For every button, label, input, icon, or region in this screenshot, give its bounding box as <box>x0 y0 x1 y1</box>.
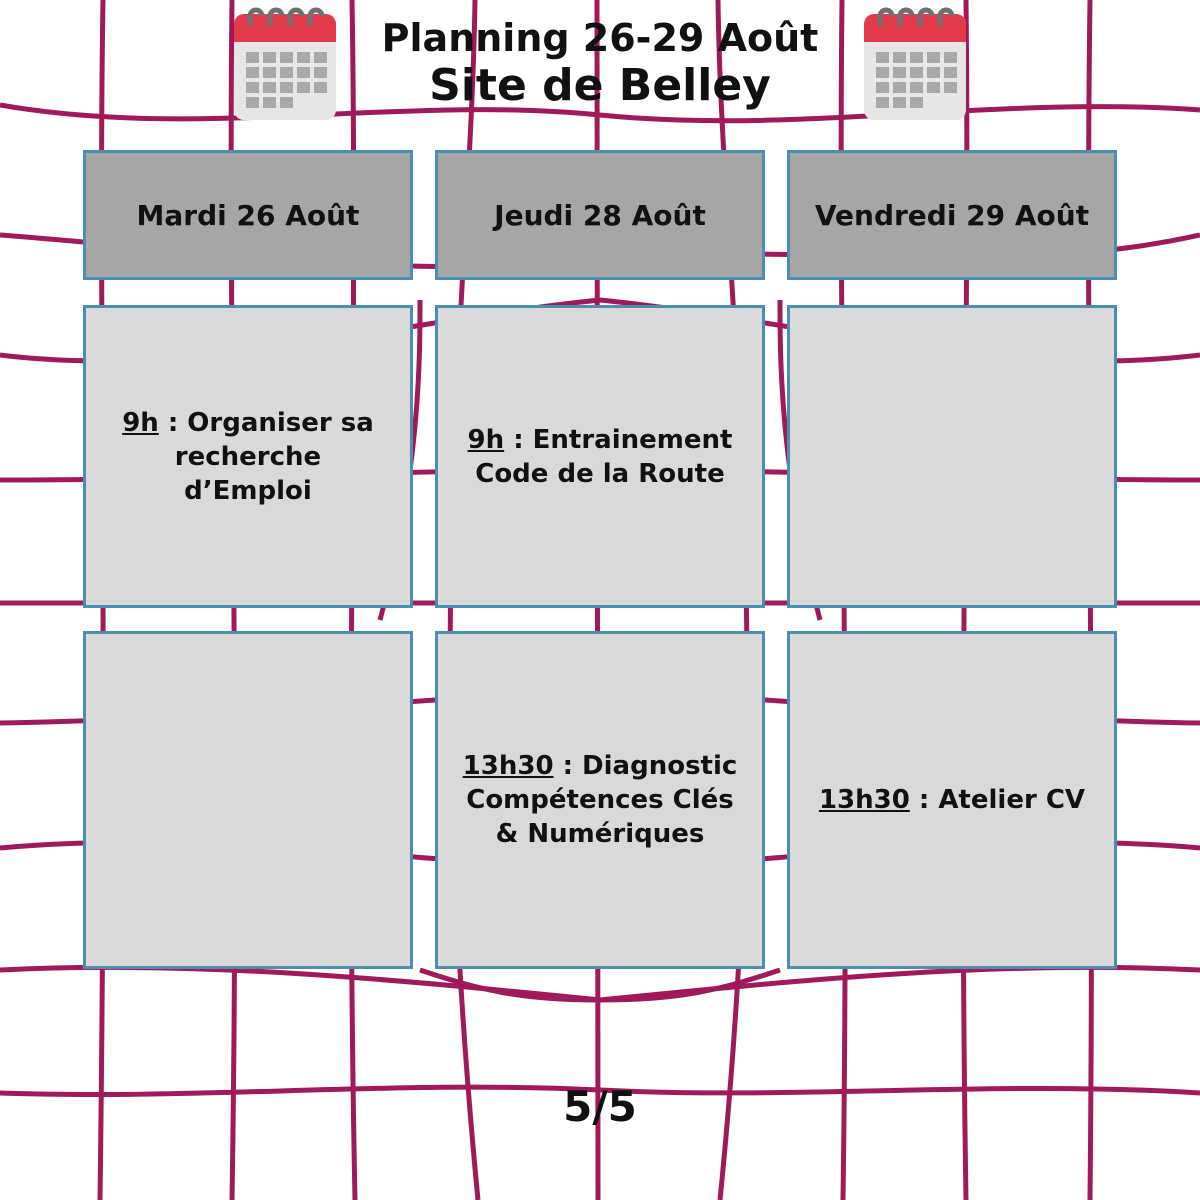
calendar-icon <box>864 7 966 120</box>
event-text: 9h : Entrainement Code de la Route <box>438 423 762 491</box>
event-time: 9h <box>122 407 159 438</box>
event-time: 13h30 <box>818 785 910 815</box>
day-header-label: Mardi 26 Août <box>136 198 360 232</box>
event-text: 13h30 : Diagnostic Compétences Clés & Nu… <box>438 749 762 851</box>
event-text: 9h : Organiser sa recherche d’Emploi <box>86 406 410 508</box>
day-header-mardi: Mardi 26 Août <box>83 150 413 280</box>
event-cell-mardi-afternoon <box>83 631 413 969</box>
page-number: 5/5 <box>563 1082 637 1131</box>
event-cell-vendredi-afternoon: 13h30 : Atelier CV <box>787 631 1117 969</box>
event-cell-mardi-morning: 9h : Organiser sa recherche d’Emploi <box>83 305 413 608</box>
day-header-label: Jeudi 28 Août <box>494 198 706 232</box>
event-title: : Atelier CV <box>909 785 1086 815</box>
day-header-label: Vendredi 29 Août <box>814 198 1090 232</box>
event-time: 9h <box>467 424 505 455</box>
event-title: : Diagnostic Compétences Clés & Numériqu… <box>466 751 738 849</box>
event-cell-vendredi-morning <box>787 305 1117 608</box>
event-title: : Organiser sa recherche d’Emploi <box>158 407 374 506</box>
event-cell-jeudi-morning: 9h : Entrainement Code de la Route <box>435 305 765 608</box>
event-text: 13h30 : Atelier CV <box>797 783 1107 817</box>
event-title: : Entrainement Code de la Route <box>475 424 733 489</box>
page-title: Planning 26-29 Août <box>381 16 819 60</box>
event-cell-jeudi-afternoon: 13h30 : Diagnostic Compétences Clés & Nu… <box>435 631 765 969</box>
page-subtitle: Site de Belley <box>429 60 771 111</box>
day-header-vendredi: Vendredi 29 Août <box>787 150 1117 280</box>
calendar-icon <box>234 7 336 120</box>
event-time: 13h30 <box>462 751 554 781</box>
day-header-jeudi: Jeudi 28 Août <box>435 150 765 280</box>
